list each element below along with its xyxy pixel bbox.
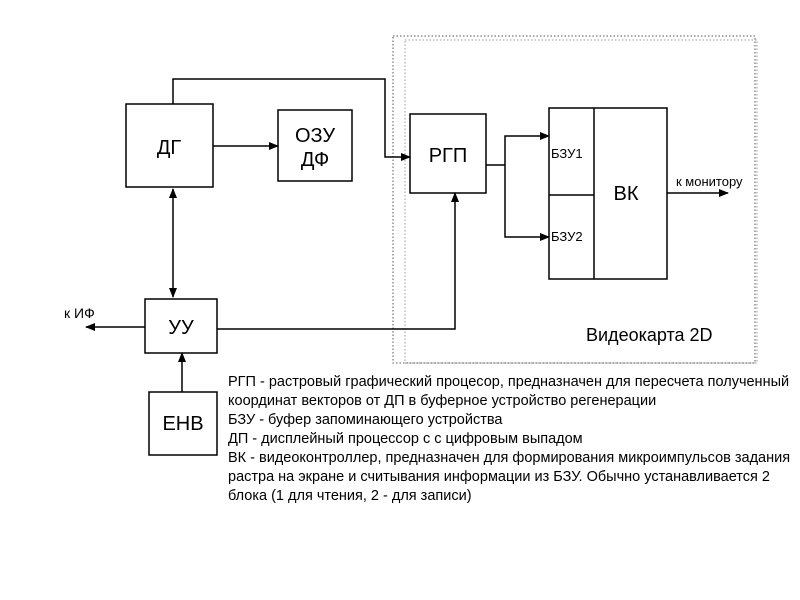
ozu-df-block bbox=[277, 109, 353, 182]
bzu2-label: БЗУ2 bbox=[551, 229, 583, 244]
legend-bzu: БЗУ - буфер запоминающего устройства bbox=[228, 412, 503, 428]
uu-label: УУ bbox=[168, 317, 194, 339]
rgp-to-bzu2-arrow bbox=[504, 165, 550, 241]
dg-to-rgp-arrow bbox=[172, 78, 411, 161]
legend-rgp: РГП - растровый графический процесор, пр… bbox=[228, 374, 794, 409]
ozu-label-line2: ДФ bbox=[301, 149, 329, 171]
env-block bbox=[148, 391, 218, 456]
uu-block bbox=[144, 298, 218, 354]
videocard-label: Видеокарта 2D bbox=[586, 325, 713, 345]
vk-outer-block bbox=[548, 107, 668, 280]
dg-block bbox=[125, 103, 214, 188]
ozu-label-line1: ОЗУ bbox=[295, 125, 335, 147]
legend-vk: ВК - видеоконтроллер, предназначен для ф… bbox=[228, 450, 795, 504]
to-if-label: к ИФ bbox=[64, 305, 95, 321]
videocard-boundary bbox=[392, 35, 756, 364]
rgp-label: РГП bbox=[429, 145, 468, 167]
env-label: ЕНВ bbox=[162, 413, 203, 435]
legend-dp: ДП - дисплейный процессор с с цифровым в… bbox=[228, 431, 583, 447]
to-monitor-label: к монитору bbox=[676, 174, 743, 189]
dg-label: ДГ bbox=[157, 137, 182, 159]
rgp-block bbox=[409, 113, 487, 194]
rgp-to-bzu1-arrow bbox=[504, 132, 550, 165]
bzu1-label: БЗУ1 bbox=[551, 146, 583, 161]
vk-label: ВК bbox=[614, 183, 639, 205]
legend-text: РГП - растровый графический процесор, пр… bbox=[228, 373, 798, 506]
uu-to-rgp-arrow bbox=[217, 192, 459, 330]
